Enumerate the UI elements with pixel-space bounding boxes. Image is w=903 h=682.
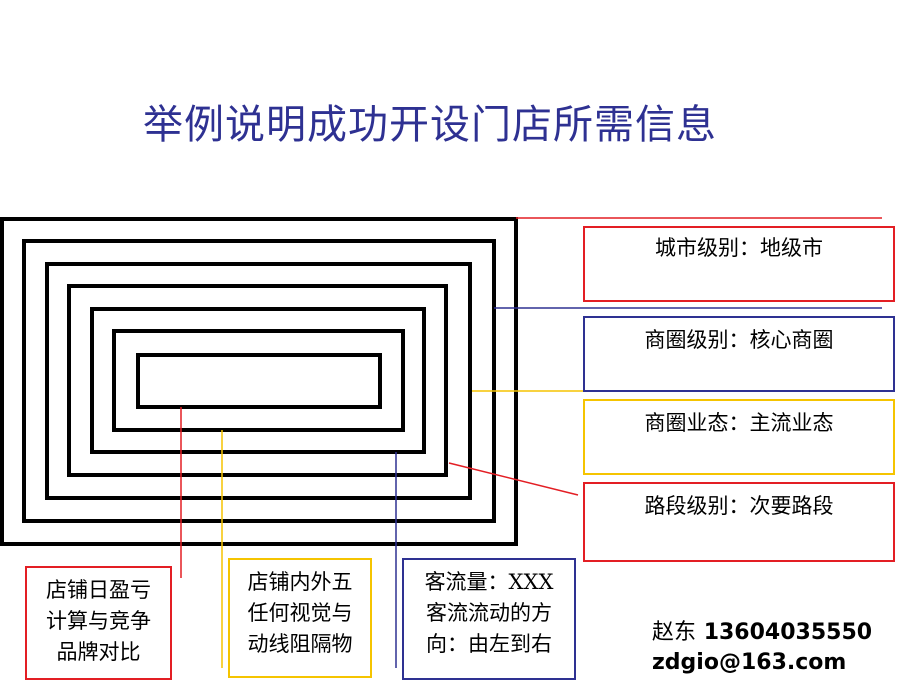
contact-line-1: 赵东 13604035550 — [652, 618, 872, 648]
outer-rect-5 — [90, 307, 426, 454]
label-store-visual-line-2: 任何视觉与 — [247, 601, 353, 625]
label-store-profit-line-2: 计算与竞争 — [46, 609, 151, 633]
label-store-visual-line-3: 动线阻隔物 — [247, 632, 353, 656]
label-city-level-text: 城市级别：地级市 — [655, 236, 823, 260]
contact-name: 赵东 — [652, 620, 697, 645]
outer-rect-3 — [45, 262, 472, 500]
label-store-visual-line-1: 店铺内外五 — [247, 570, 353, 594]
label-district-format-text: 商圈业态：主流业态 — [644, 411, 834, 435]
outer-rect-4 — [67, 284, 448, 477]
inner-rect — [136, 353, 382, 409]
label-traffic-flow-line-3: 向：由左到右 — [426, 632, 552, 656]
label-store-profit: 店铺日盈亏 计算与竞争 品牌对比 — [25, 566, 172, 680]
outer-rect-1 — [0, 217, 518, 546]
label-district-format: 商圈业态：主流业态 — [583, 399, 895, 475]
label-store-visual: 店铺内外五 任何视觉与 动线阻隔物 — [228, 558, 372, 678]
label-traffic-flow-line-2: 客流流动的方 — [426, 601, 552, 625]
outer-rect-6 — [112, 329, 405, 432]
label-district-level-text: 商圈级别：核心商圈 — [644, 328, 834, 352]
label-store-profit-line-1: 店铺日盈亏 — [46, 578, 151, 602]
page-title: 举例说明成功开设门店所需信息 — [143, 102, 717, 148]
label-traffic-flow: 客流量：XXX 客流流动的方 向：由左到右 — [402, 558, 576, 680]
connector-road — [448, 462, 579, 496]
label-road-level-text: 路段级别：次要路段 — [644, 494, 834, 518]
contact-email: zdgio@163.com — [652, 650, 847, 675]
label-city-level: 城市级别：地级市 — [583, 226, 895, 302]
label-store-profit-line-3: 品牌对比 — [56, 640, 141, 664]
label-traffic-flow-line-1: 客流量：XXX — [424, 570, 554, 594]
label-district-level: 商圈级别：核心商圈 — [583, 316, 895, 392]
label-road-level: 路段级别：次要路段 — [583, 482, 895, 562]
contact-info: 赵东 13604035550 zdgio@163.com — [652, 618, 872, 678]
outer-rect-2 — [22, 239, 496, 523]
contact-phone: 13604035550 — [703, 620, 873, 645]
